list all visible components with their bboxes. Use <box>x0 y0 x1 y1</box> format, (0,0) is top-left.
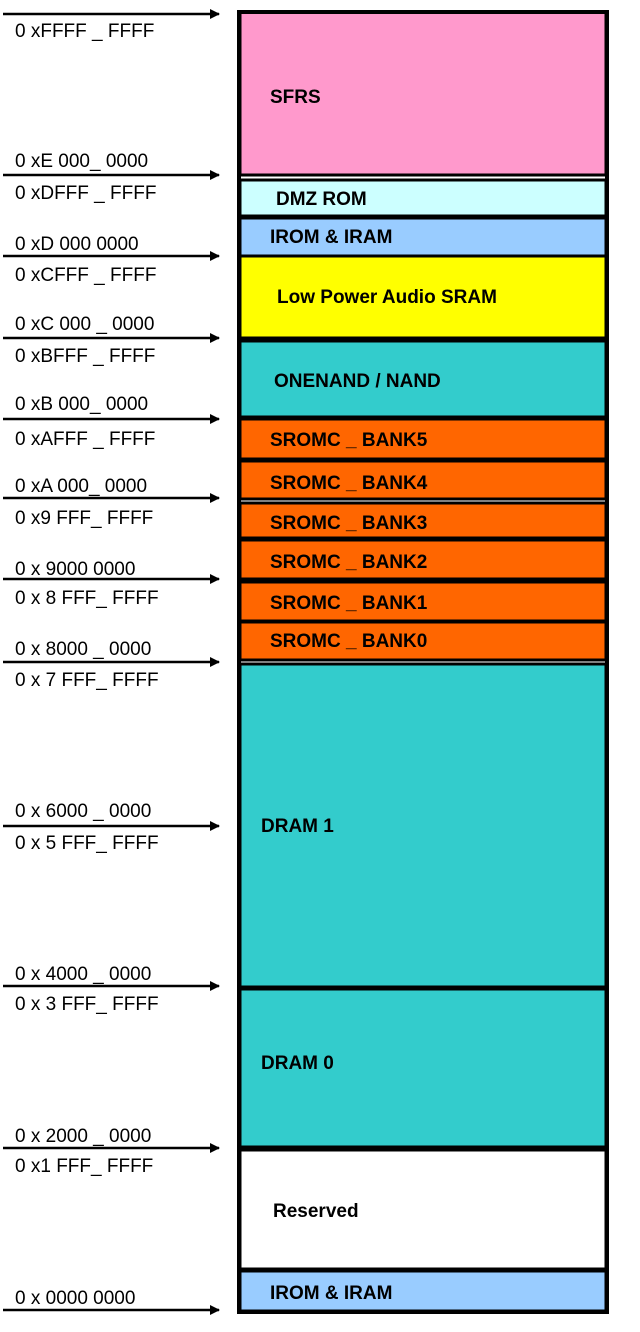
memory-region-label: Reserved <box>273 1201 359 1222</box>
memory-region-label: SROMC _ BANK1 <box>270 593 428 614</box>
memory-region-label: IROM & IRAM <box>270 227 392 248</box>
memory-region-label: SROMC _ BANK5 <box>270 430 428 451</box>
memory-region-box <box>238 178 608 218</box>
address-label: 0 x 2000 _ 0000 <box>15 1126 151 1147</box>
address-label: 0 xD 000 0000 <box>15 234 139 255</box>
memory-region-label: SROMC _ BANK3 <box>270 513 427 534</box>
address-label: 0 xE 000_ 0000 <box>15 151 148 172</box>
memory-region-label: DRAM 1 <box>261 816 334 837</box>
address-label: 0 x 8 FFF_ FFFF <box>15 588 159 609</box>
address-label: 0 x 5 FFF_ FFFF <box>15 833 159 854</box>
memory-region-box <box>238 1148 608 1271</box>
memory-region-box <box>238 339 608 419</box>
memory-map-outline <box>237 10 609 1314</box>
address-label: 0 x1 FFF_ FFFF <box>15 1156 153 1177</box>
memory-region-label: DRAM 0 <box>261 1053 334 1074</box>
address-label: 0 xAFFF _ FFFF <box>15 429 155 450</box>
memory-map-border <box>237 10 609 1314</box>
address-label: 0 xBFFF _ FFFF <box>15 346 155 367</box>
memory-regions: SFRS DMZ ROM IROM & IRAM Low Power Audio SR… <box>238 10 608 1313</box>
memory-region-box <box>238 662 608 989</box>
memory-region-label: Low Power Audio SRAM <box>277 287 497 308</box>
address-arrows <box>3 9 220 1315</box>
address-label: 0 xC 000 _ 0000 <box>15 314 154 335</box>
address-label: 0 x 4000 _ 0000 <box>15 964 151 985</box>
address-label: 0 x 0000 0000 <box>15 1288 135 1309</box>
memory-region-box <box>238 459 608 501</box>
address-label: 0 x9 FFF_ FFFF <box>15 508 153 529</box>
memory-region-label: ONENAND / NAND <box>274 371 441 392</box>
memory-region-box <box>238 10 608 177</box>
memory-region-label: SFRS <box>270 87 321 108</box>
address-label: 0 xA 000_ 0000 <box>15 476 147 497</box>
address-label: 0 xB 000_ 0000 <box>15 394 148 415</box>
address-label: 0 x 7 FFF_ FFFF <box>15 670 159 691</box>
memory-region-label: IROM & IRAM <box>270 1283 392 1304</box>
address-labels: 0 xFFFF _ FFFF 0 xE 000_ 0000 0 xDFFF _ FF… <box>15 21 159 1309</box>
address-label: 0 xCFFF _ FFFF <box>15 265 156 286</box>
memory-region-box <box>238 987 608 1149</box>
address-label: 0 xDFFF _ FFFF <box>15 183 156 204</box>
address-label: 0 x 6000 _ 0000 <box>15 801 151 822</box>
memory-region-label: SROMC _ BANK4 <box>270 473 428 494</box>
memory-region-label: SROMC _ BANK0 <box>270 631 427 652</box>
memory-region-label: SROMC _ BANK2 <box>270 552 427 573</box>
address-label: 0 xFFFF _ FFFF <box>15 21 154 42</box>
memory-region-label: DMZ ROM <box>276 189 367 210</box>
address-label: 0 x 8000 _ 0000 <box>15 639 151 660</box>
address-label: 0 x 9000 0000 <box>15 559 135 580</box>
address-label: 0 x 3 FFF_ FFFF <box>15 994 159 1015</box>
